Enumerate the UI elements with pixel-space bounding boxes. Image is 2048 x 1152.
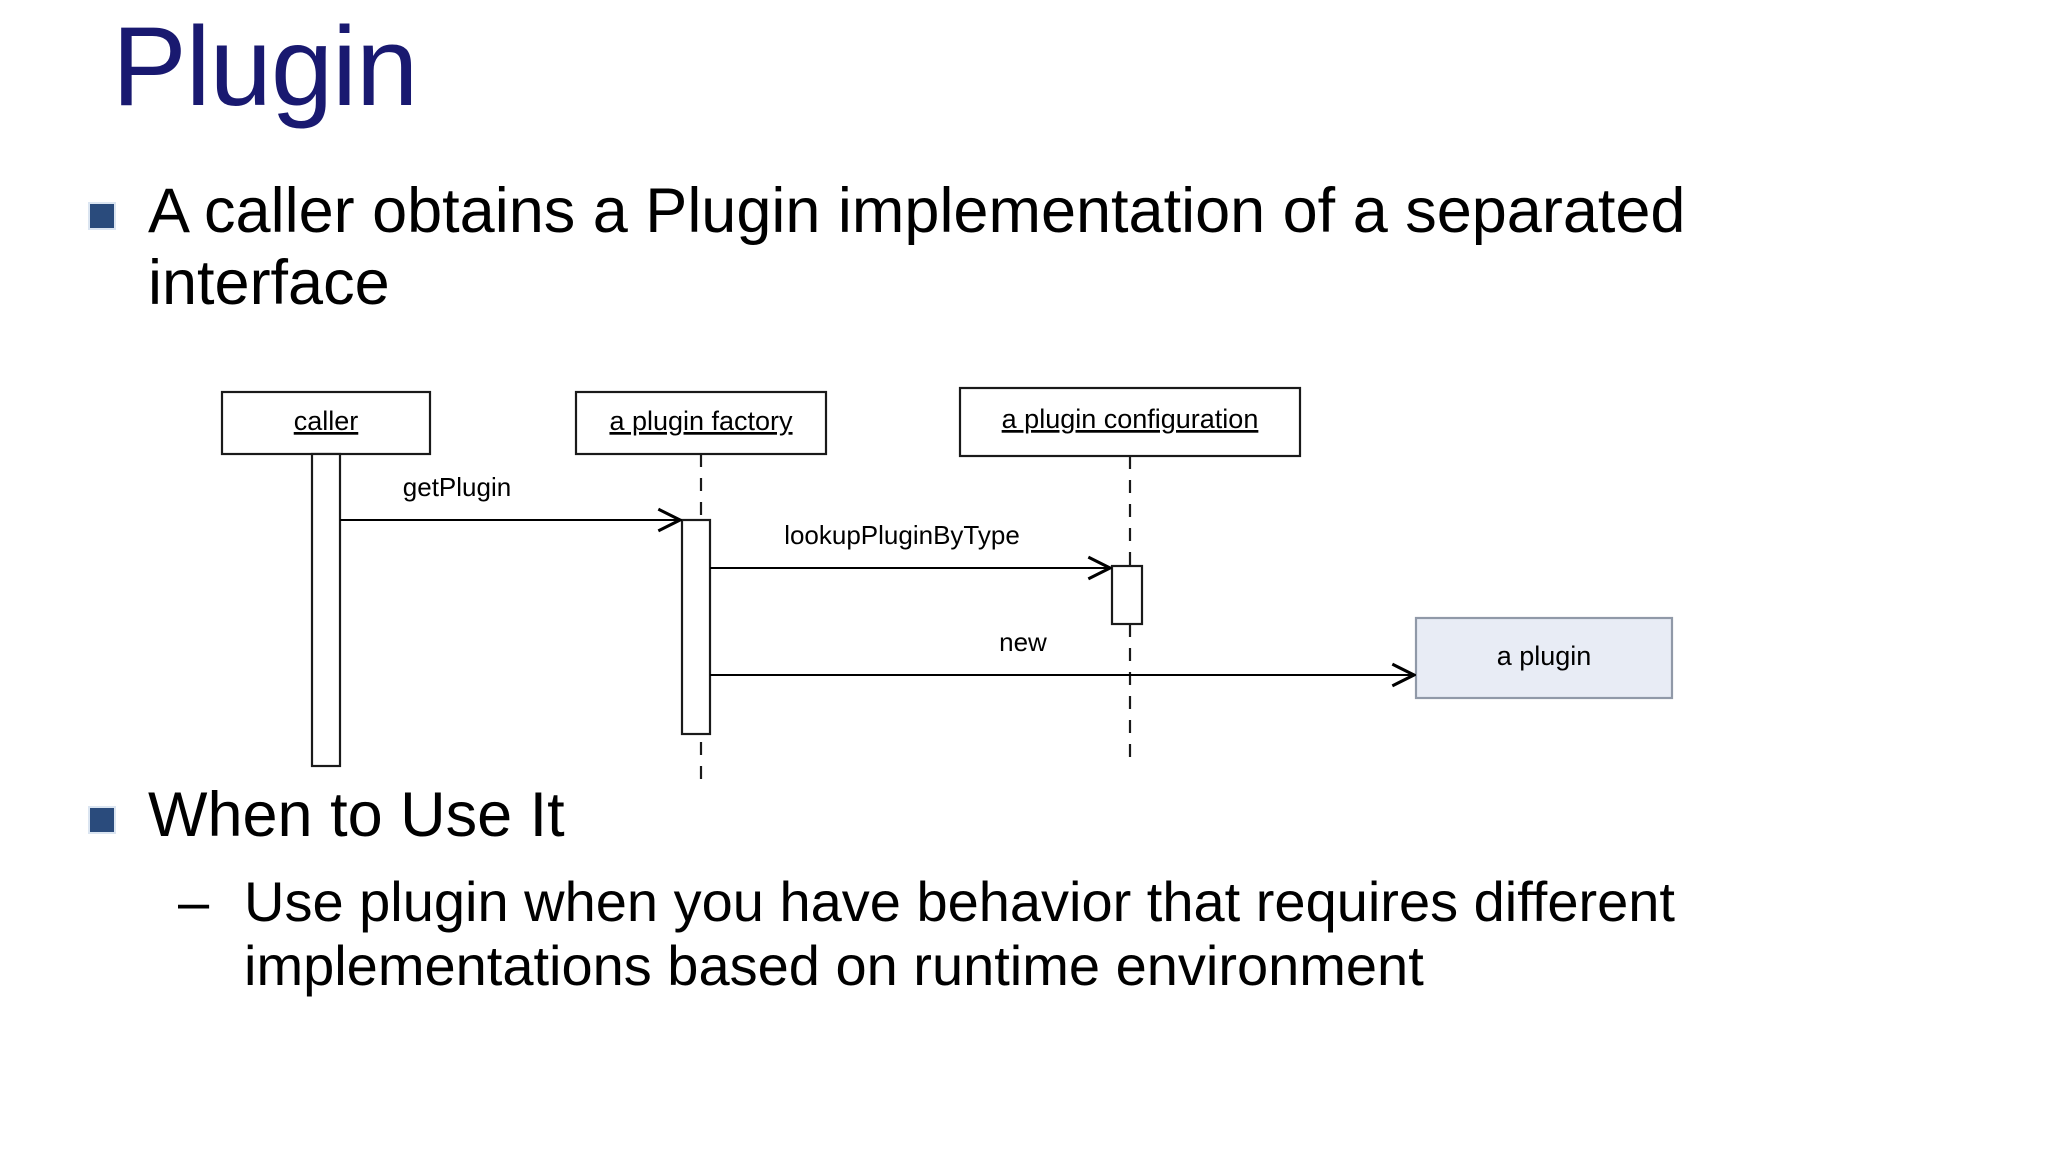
square-bullet-icon bbox=[88, 806, 116, 834]
lifeline-a-plugin-factory: a plugin factory bbox=[574, 390, 828, 786]
bullet-item-2-label: When to Use It bbox=[148, 780, 565, 850]
message-label-getPlugin: getPlugin bbox=[403, 472, 511, 502]
lifeline-box-a-plugin-factory bbox=[574, 390, 828, 456]
page-title: Plugin bbox=[112, 4, 418, 129]
bullet-item-1-label: A caller obtains a Plugin implementation… bbox=[148, 176, 1686, 318]
message-new: new bbox=[710, 627, 1414, 675]
lifeline-box-caller bbox=[220, 390, 432, 456]
lifeline-a-plugin-configuration: a plugin configuration bbox=[958, 386, 1302, 766]
message-label-new: new bbox=[999, 627, 1047, 657]
lifeline-box-a-plugin bbox=[1414, 616, 1674, 700]
activation-bar-a-plugin-configuration bbox=[1110, 564, 1144, 626]
uml-sequence-diagram: caller a plugin factory a plugin configu… bbox=[160, 368, 1820, 788]
activation-bar-a-plugin-factory bbox=[680, 518, 712, 736]
sub-bullet-item-1-label: Use plugin when you have behavior that r… bbox=[244, 870, 1675, 998]
bullet-item-2: When to Use It bbox=[88, 780, 565, 852]
square-bullet-icon bbox=[88, 202, 116, 230]
lifeline-label-caller: caller bbox=[294, 406, 359, 436]
lifeline-label-a-plugin: a plugin bbox=[1497, 641, 1592, 671]
message-label-lookupPluginByType: lookupPluginByType bbox=[784, 520, 1020, 550]
message-getPlugin: getPlugin bbox=[340, 472, 680, 520]
message-lookupPluginByType: lookupPluginByType bbox=[710, 520, 1110, 568]
bullet-item-1: A caller obtains a Plugin implementation… bbox=[88, 176, 1768, 320]
lifeline-a-plugin: a plugin bbox=[1414, 616, 1674, 700]
lifeline-label-a-plugin-factory: a plugin factory bbox=[609, 406, 793, 436]
sub-bullet-item-1: – Use plugin when you have behavior that… bbox=[178, 870, 1744, 999]
sequence-diagram-canvas: caller a plugin factory a plugin configu… bbox=[220, 386, 1674, 786]
lifeline-label-a-plugin-configuration: a plugin configuration bbox=[1002, 404, 1259, 434]
dash-bullet-icon: – bbox=[178, 870, 210, 933]
lifeline-caller: caller bbox=[220, 390, 432, 768]
lifeline-box-a-plugin-configuration bbox=[958, 386, 1302, 458]
activation-bar-caller bbox=[310, 452, 342, 768]
